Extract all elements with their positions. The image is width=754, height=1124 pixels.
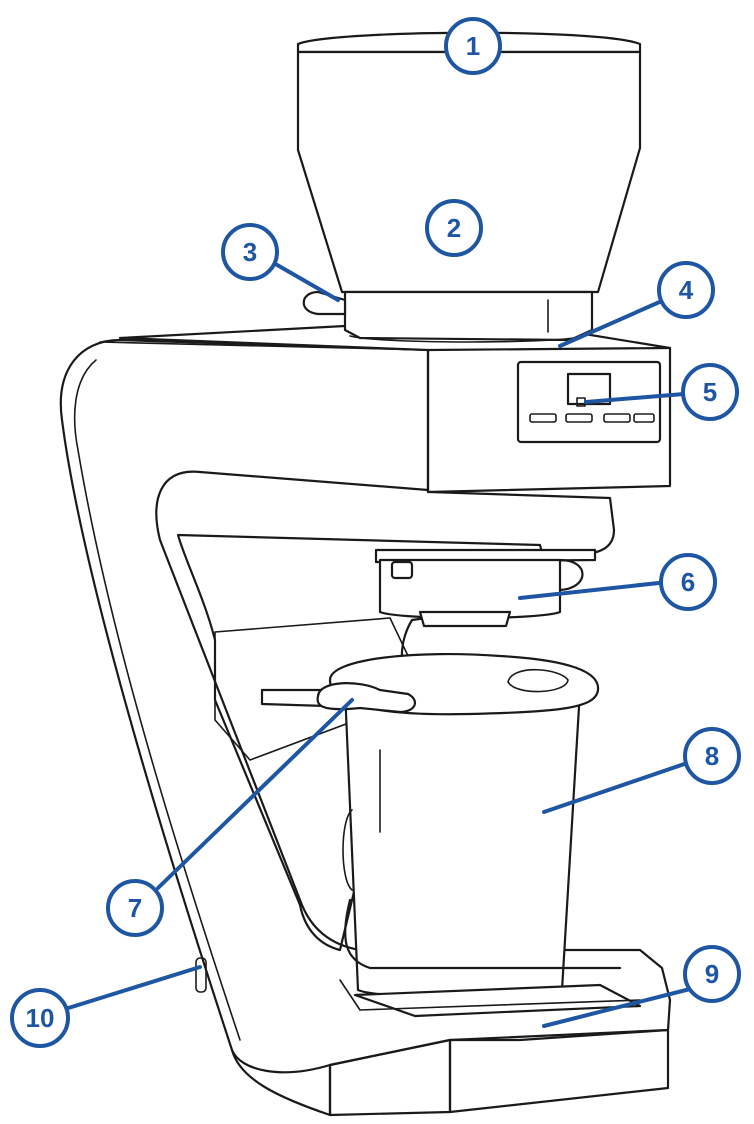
- callout-3: 3: [221, 223, 279, 281]
- callout-5-label: 5: [703, 377, 717, 407]
- leader-line-9: [542, 984, 704, 1028]
- display-screen: [566, 372, 612, 406]
- grinder-body: [59, 338, 672, 1117]
- callout-2-label: 2: [447, 213, 461, 243]
- leader-line-7: [156, 698, 354, 890]
- grounds-cup: [260, 652, 600, 999]
- callout-1-label: 1: [466, 31, 480, 61]
- hopper-collar: [343, 290, 594, 342]
- callout-7-label: 7: [128, 893, 142, 923]
- leader-line-3: [270, 260, 340, 302]
- callout-9-label: 9: [705, 959, 719, 989]
- panel-button: [529, 413, 557, 423]
- callout-8: 8: [683, 727, 741, 785]
- leader-line-4: [558, 298, 666, 348]
- leader-line-10: [60, 965, 202, 1012]
- callout-6-label: 6: [681, 567, 695, 597]
- callout-8-label: 8: [705, 741, 719, 771]
- panel-button: [633, 413, 655, 423]
- callout-10: 10: [10, 988, 70, 1048]
- panel-button: [565, 413, 593, 423]
- panel-button: [603, 413, 631, 423]
- callout-4: 4: [657, 261, 715, 319]
- callout-5: 5: [681, 363, 739, 421]
- callout-2: 2: [425, 199, 483, 257]
- scale-platform: [339, 898, 642, 1018]
- grind-adjust-handle: [302, 290, 347, 316]
- grind-outlet: [374, 548, 597, 628]
- callout-4-label: 4: [679, 275, 694, 305]
- callout-6: 6: [659, 553, 717, 611]
- callout-9: 9: [683, 945, 741, 1003]
- leader-line-5: [584, 392, 686, 404]
- callout-7: 7: [106, 879, 164, 937]
- callout-10-label: 10: [26, 1003, 55, 1033]
- bean-hopper: [296, 31, 642, 343]
- leader-line-8: [542, 758, 698, 814]
- control-panel: [516, 360, 662, 444]
- callout-1: 1: [444, 17, 502, 75]
- leader-line-6: [518, 580, 670, 600]
- callout-3-label: 3: [243, 237, 257, 267]
- leader-lines: [60, 260, 704, 1028]
